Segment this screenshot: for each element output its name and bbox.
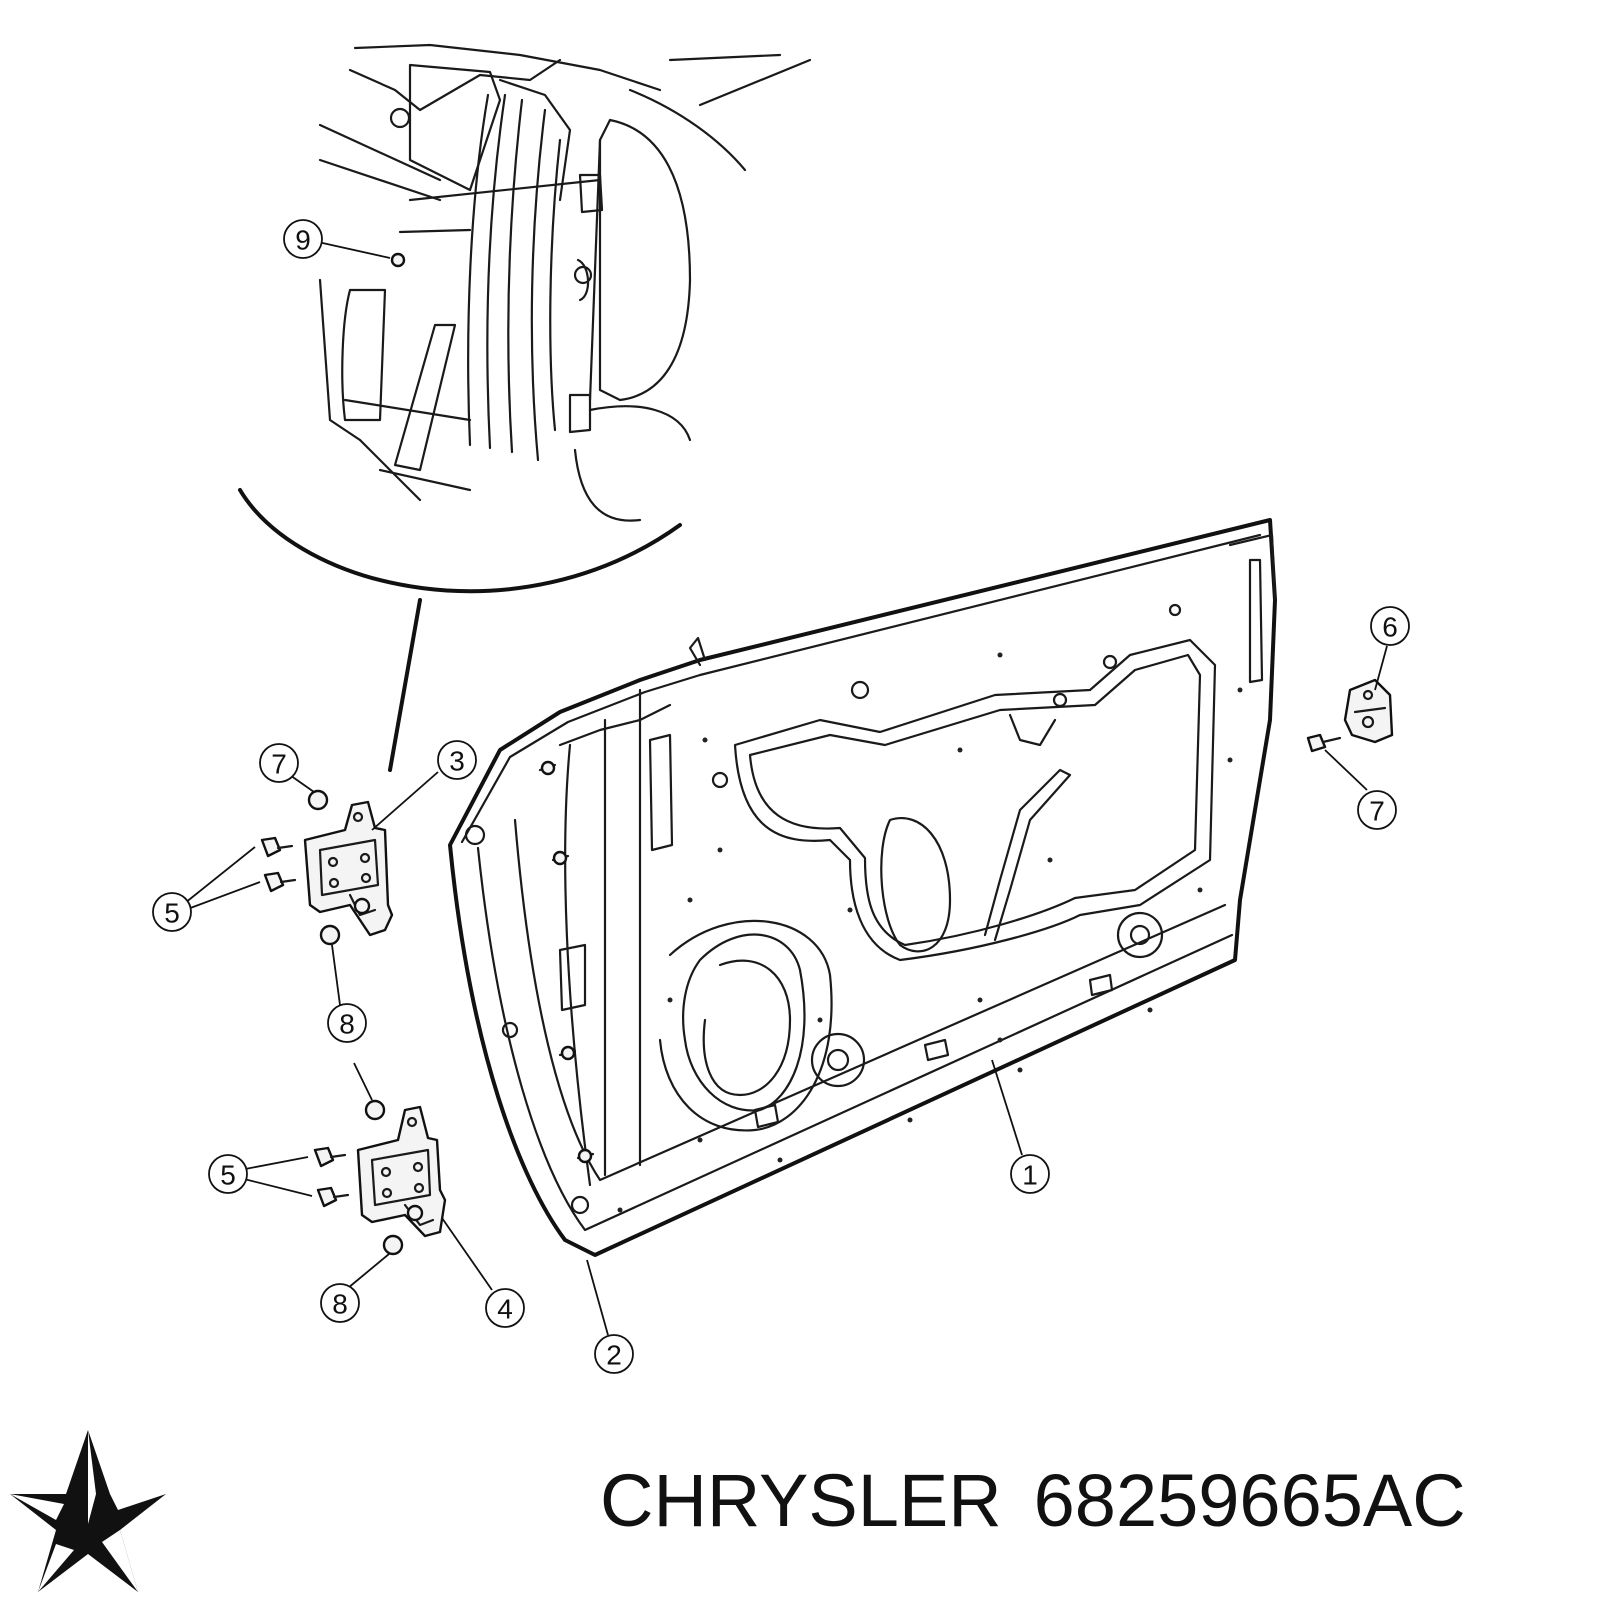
nut-4	[382, 1234, 404, 1256]
part-number: 68259665AC	[1033, 1458, 1466, 1542]
inset-detail-view	[238, 43, 812, 594]
callout-1: 1	[1010, 1154, 1050, 1194]
callout-2: 2	[594, 1334, 634, 1374]
caption: CHRYSLER 68259665AC	[600, 1430, 1590, 1570]
inset-pointer-line	[388, 598, 422, 772]
fasteners	[260, 733, 1342, 1256]
callout-label: 5	[220, 1160, 236, 1191]
striker-bolt	[1306, 733, 1342, 753]
callout-label: 8	[339, 1009, 355, 1040]
leader-lines	[184, 237, 1388, 1336]
bolt-upper-2	[263, 871, 297, 893]
callout-label: 2	[606, 1340, 622, 1371]
nut-3	[364, 1099, 386, 1121]
callout-label: 6	[1382, 612, 1398, 643]
callout-9: 9	[283, 219, 323, 259]
callout-label: 9	[295, 225, 311, 256]
nut-2	[319, 924, 341, 946]
upper-door-hinge	[303, 800, 394, 937]
callout-8a: 7	[259, 743, 299, 783]
callout-7: 7	[1357, 790, 1397, 830]
callout-label: 7	[1369, 796, 1385, 827]
callout-label: 1	[1022, 1160, 1038, 1191]
callout-5a: 5	[152, 892, 192, 932]
bolt-upper-1	[260, 836, 294, 858]
nut-1	[307, 789, 329, 811]
bolt-lower-1	[313, 1146, 347, 1168]
brand-name: CHRYSLER	[600, 1458, 1002, 1542]
callout-label: 3	[449, 746, 465, 777]
lower-door-hinge	[356, 1105, 447, 1238]
callout-label: 5	[164, 898, 180, 929]
callout-4: 4	[485, 1288, 525, 1328]
callout-label: 4	[497, 1294, 513, 1325]
door-striker	[1343, 678, 1394, 744]
callout-3: 3	[437, 740, 477, 780]
chrysler-pentastar-icon	[10, 1430, 166, 1592]
callout-8c: 8	[320, 1283, 360, 1323]
callout-label: 7	[271, 749, 287, 780]
callout-6: 6	[1370, 606, 1410, 646]
callout-label: 8	[332, 1289, 348, 1320]
bolt-lower-2	[316, 1186, 350, 1208]
callout-8b: 8	[327, 1003, 367, 1043]
callout-5b: 5	[208, 1154, 248, 1194]
door-shell	[448, 518, 1277, 1257]
